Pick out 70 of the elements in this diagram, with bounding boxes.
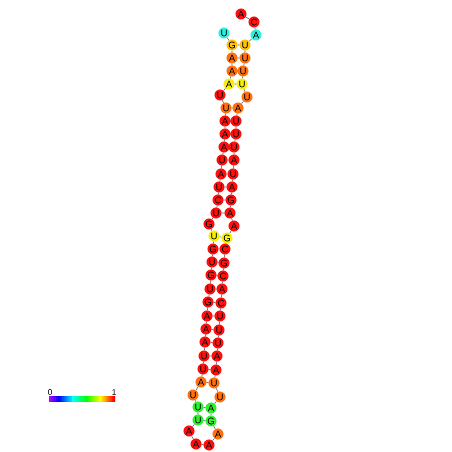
backbone-line xyxy=(210,280,211,284)
backbone-line xyxy=(213,241,214,244)
base-pair-line xyxy=(210,342,213,343)
backbone-line xyxy=(230,76,232,79)
backbone-line xyxy=(212,254,213,257)
backbone-line xyxy=(207,307,208,311)
backbone-line xyxy=(224,126,226,129)
base-pair-line xyxy=(208,369,211,370)
backbone-line xyxy=(231,218,233,221)
backbone-line xyxy=(224,254,225,258)
backbone-line xyxy=(205,334,206,337)
backbone-line xyxy=(214,375,216,378)
backbone-line xyxy=(216,361,217,365)
backbone-line xyxy=(231,192,232,195)
backbone-line xyxy=(221,165,222,169)
backbone-line xyxy=(218,335,219,338)
backbone-line xyxy=(246,16,250,20)
backbone-line xyxy=(225,113,226,116)
backbone-line xyxy=(201,444,204,445)
backbone-line xyxy=(192,424,195,427)
backbone-line xyxy=(203,361,204,364)
backbone-line xyxy=(221,294,222,298)
backbone-line xyxy=(213,426,216,430)
backbone-line xyxy=(206,321,207,324)
backbone-line xyxy=(244,50,246,53)
backbone-line xyxy=(218,192,219,195)
backbone-line xyxy=(230,205,231,208)
backbone-line xyxy=(230,230,232,234)
base-pair-line xyxy=(206,382,209,383)
base-pair-line xyxy=(203,407,206,408)
base-pair-line xyxy=(224,186,227,188)
base-pair-line xyxy=(203,420,206,421)
backbone-line xyxy=(191,436,194,440)
base-pair-line xyxy=(219,236,222,238)
backbone-line xyxy=(212,218,214,220)
backbone-line xyxy=(234,139,236,142)
backbone-line xyxy=(223,88,226,91)
backbone-line xyxy=(217,348,218,351)
backbone-line xyxy=(236,113,238,116)
backbone-line xyxy=(254,27,256,30)
backbone-line xyxy=(196,386,198,390)
base-pair-line xyxy=(213,302,216,303)
backbone-line xyxy=(222,152,224,155)
backbone-line xyxy=(214,401,217,404)
backbone-line xyxy=(220,308,221,311)
backbone-line xyxy=(224,139,225,142)
backbone-line xyxy=(194,400,196,402)
backbone-line xyxy=(241,101,244,104)
backbone-line xyxy=(216,205,218,208)
backbone-line xyxy=(248,38,252,42)
base-pair-line xyxy=(237,44,240,46)
base-pair-line xyxy=(211,329,214,330)
backbone-line xyxy=(223,268,224,271)
backbone-line xyxy=(204,347,205,351)
backbone-line xyxy=(210,228,212,232)
backbone-line xyxy=(233,165,234,169)
base-pair-line xyxy=(228,146,230,148)
backbone-line xyxy=(210,413,212,416)
base-pair-line xyxy=(221,212,225,214)
backbone-line xyxy=(222,281,223,284)
backbone-line xyxy=(222,100,224,104)
backbone-line xyxy=(242,76,243,79)
backbone-line xyxy=(219,321,220,325)
backbone-line xyxy=(211,267,212,270)
backbone-line xyxy=(244,89,246,92)
backbone-line xyxy=(208,294,210,297)
backbone-line xyxy=(212,438,215,441)
backbone-line xyxy=(232,179,233,182)
backbone-line xyxy=(226,37,230,41)
backbone-line xyxy=(216,388,218,392)
